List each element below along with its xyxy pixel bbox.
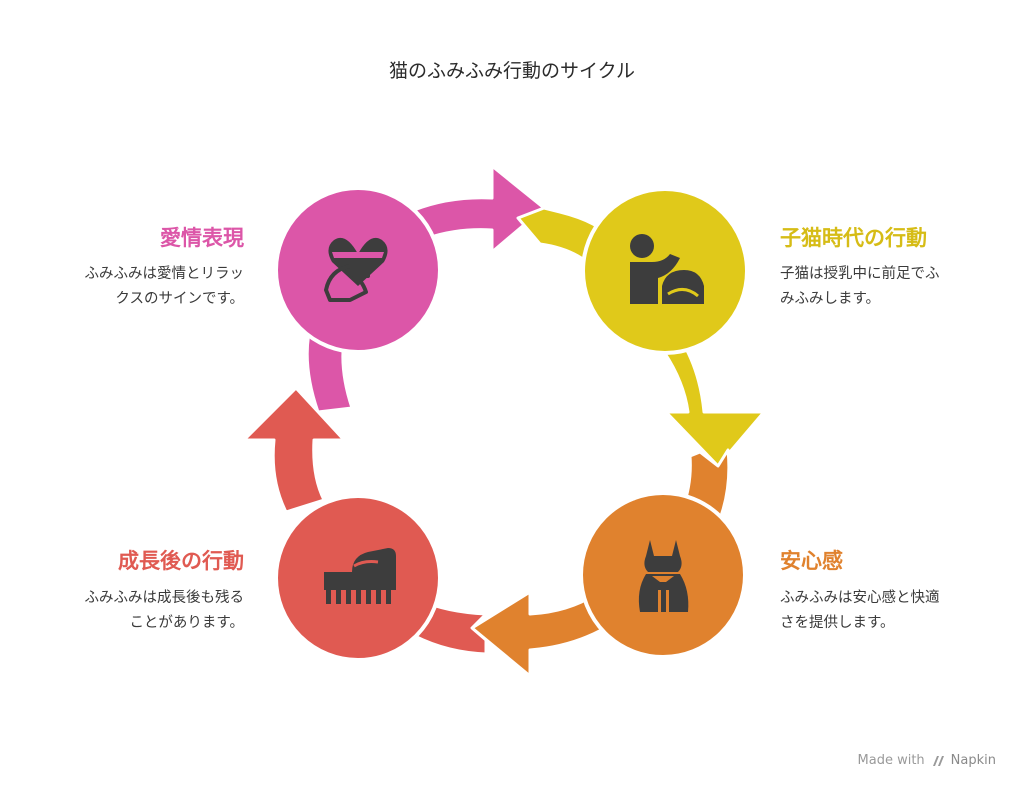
stage-desc-grown: ふみふみは成長後も残る ことがあります。 xyxy=(29,586,245,636)
stage-desc-security-line2: さを提供します。 xyxy=(780,615,895,631)
stage-title-security: 安心感 xyxy=(780,549,843,573)
stage-desc-security-line1: ふみふみは安心感と快適 xyxy=(780,590,940,606)
footer-made-with: Made with xyxy=(857,753,925,768)
arrow-affection-to-kitten-top xyxy=(412,164,546,254)
stage-circle-security xyxy=(579,491,747,659)
footer-brand: Napkin xyxy=(950,753,996,768)
stage-circle-kitten xyxy=(581,187,749,355)
footer: Made with Napkin xyxy=(858,753,996,768)
page-title: 猫のふみふみ行動のサイクル xyxy=(388,60,636,82)
stage-desc-kitten: 子猫は授乳中に前足でふ みふみします。 xyxy=(780,262,995,312)
cat-sitting-icon xyxy=(638,540,689,612)
stage-desc-affection: ふみふみは愛情とリラッ クスのサインです。 xyxy=(29,262,245,312)
stage-title-affection: 愛情表現 xyxy=(160,226,244,250)
stage-circle-affection xyxy=(274,186,442,354)
stage-desc-affection-line1: ふみふみは愛情とリラッ xyxy=(84,266,245,282)
heart-hand-icon xyxy=(324,237,388,302)
stage-title-kitten: 子猫時代の行動 xyxy=(780,226,927,250)
napkin-logo-icon xyxy=(932,755,944,766)
stage-title-grown: 成長後の行動 xyxy=(118,549,244,573)
arrow-grown-to-affection xyxy=(242,386,346,514)
stage-desc-grown-line2: ことがあります。 xyxy=(129,615,244,631)
arrow-kitten-to-security xyxy=(662,336,766,468)
stage-circle-grown xyxy=(274,494,442,662)
stage-desc-grown-line1: ふみふみは成長後も残る xyxy=(84,590,245,606)
paw-kneading-icon xyxy=(324,548,396,604)
stage-desc-security: ふみふみは安心感と快適 さを提供します。 xyxy=(780,586,995,636)
stage-desc-kitten-line1: 子猫は授乳中に前足でふ xyxy=(780,266,940,282)
stage-desc-affection-line2: クスのサインです。 xyxy=(115,291,244,307)
cycle-arrows xyxy=(242,164,766,678)
stage-desc-kitten-line2: みふみします。 xyxy=(780,291,881,307)
kitten-nursing-icon xyxy=(630,234,704,304)
